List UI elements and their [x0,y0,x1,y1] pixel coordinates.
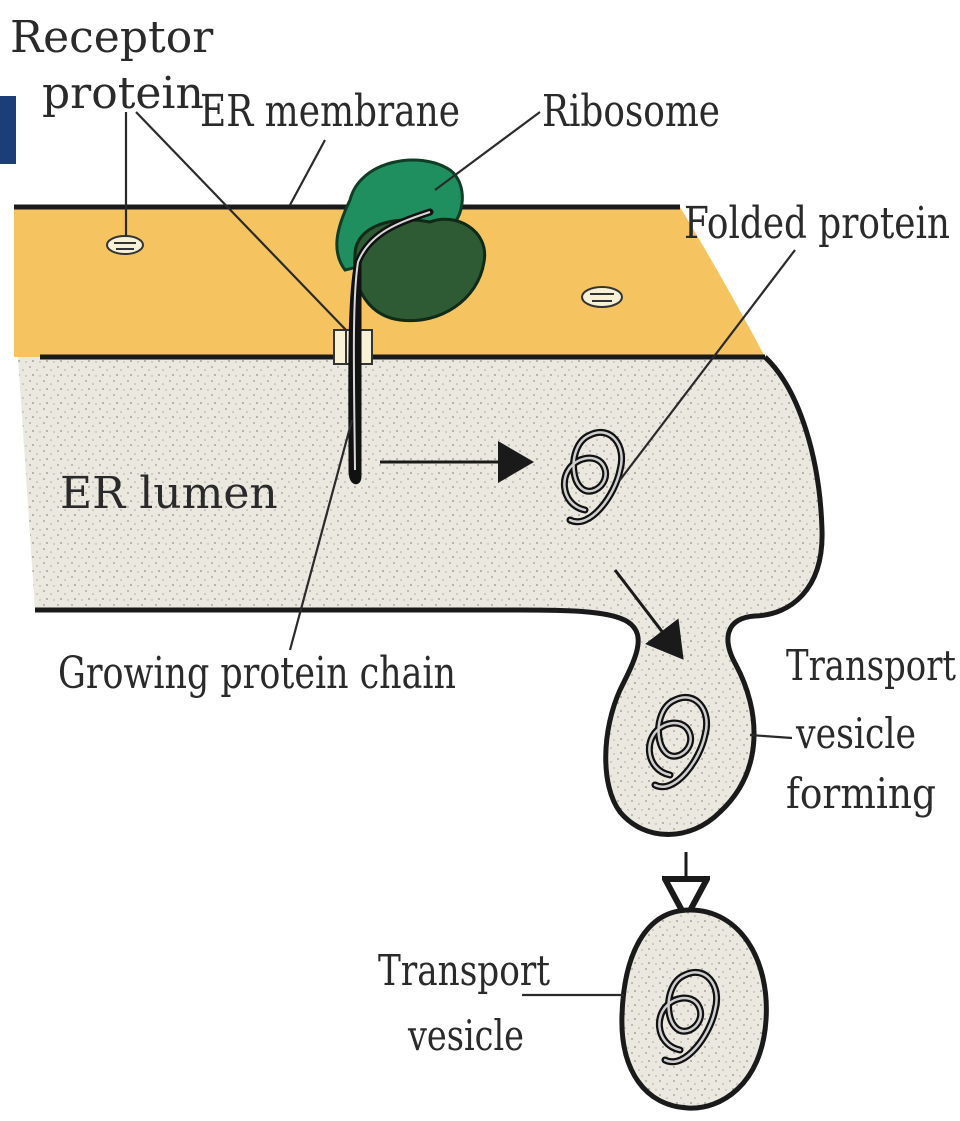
label-er-membrane: ER membrane [200,86,460,137]
label-transport-vesicle-2: vesicle [407,1011,524,1060]
leader-er-membrane [290,140,325,205]
label-receptor-protein-1: Receptor [10,12,214,63]
corner-tab [0,96,16,164]
label-vesicle-forming-1: Transport [786,641,956,690]
label-vesicle-forming-2: vesicle [795,709,916,758]
er-lumen-region [18,357,822,835]
label-receptor-protein-2: protein [42,68,204,119]
label-transport-vesicle-1: Transport [378,946,550,995]
label-folded-protein: Folded protein [684,198,950,249]
receptor-protein-marker-right [582,287,622,307]
label-vesicle-forming-3: forming [786,769,936,818]
label-growing-protein-chain: Growing protein chain [58,648,456,699]
label-er-lumen: ER lumen [60,468,278,519]
label-ribosome: Ribosome [542,86,720,137]
transport-vesicle [622,910,766,1108]
receptor-protein-marker-left [107,236,143,254]
